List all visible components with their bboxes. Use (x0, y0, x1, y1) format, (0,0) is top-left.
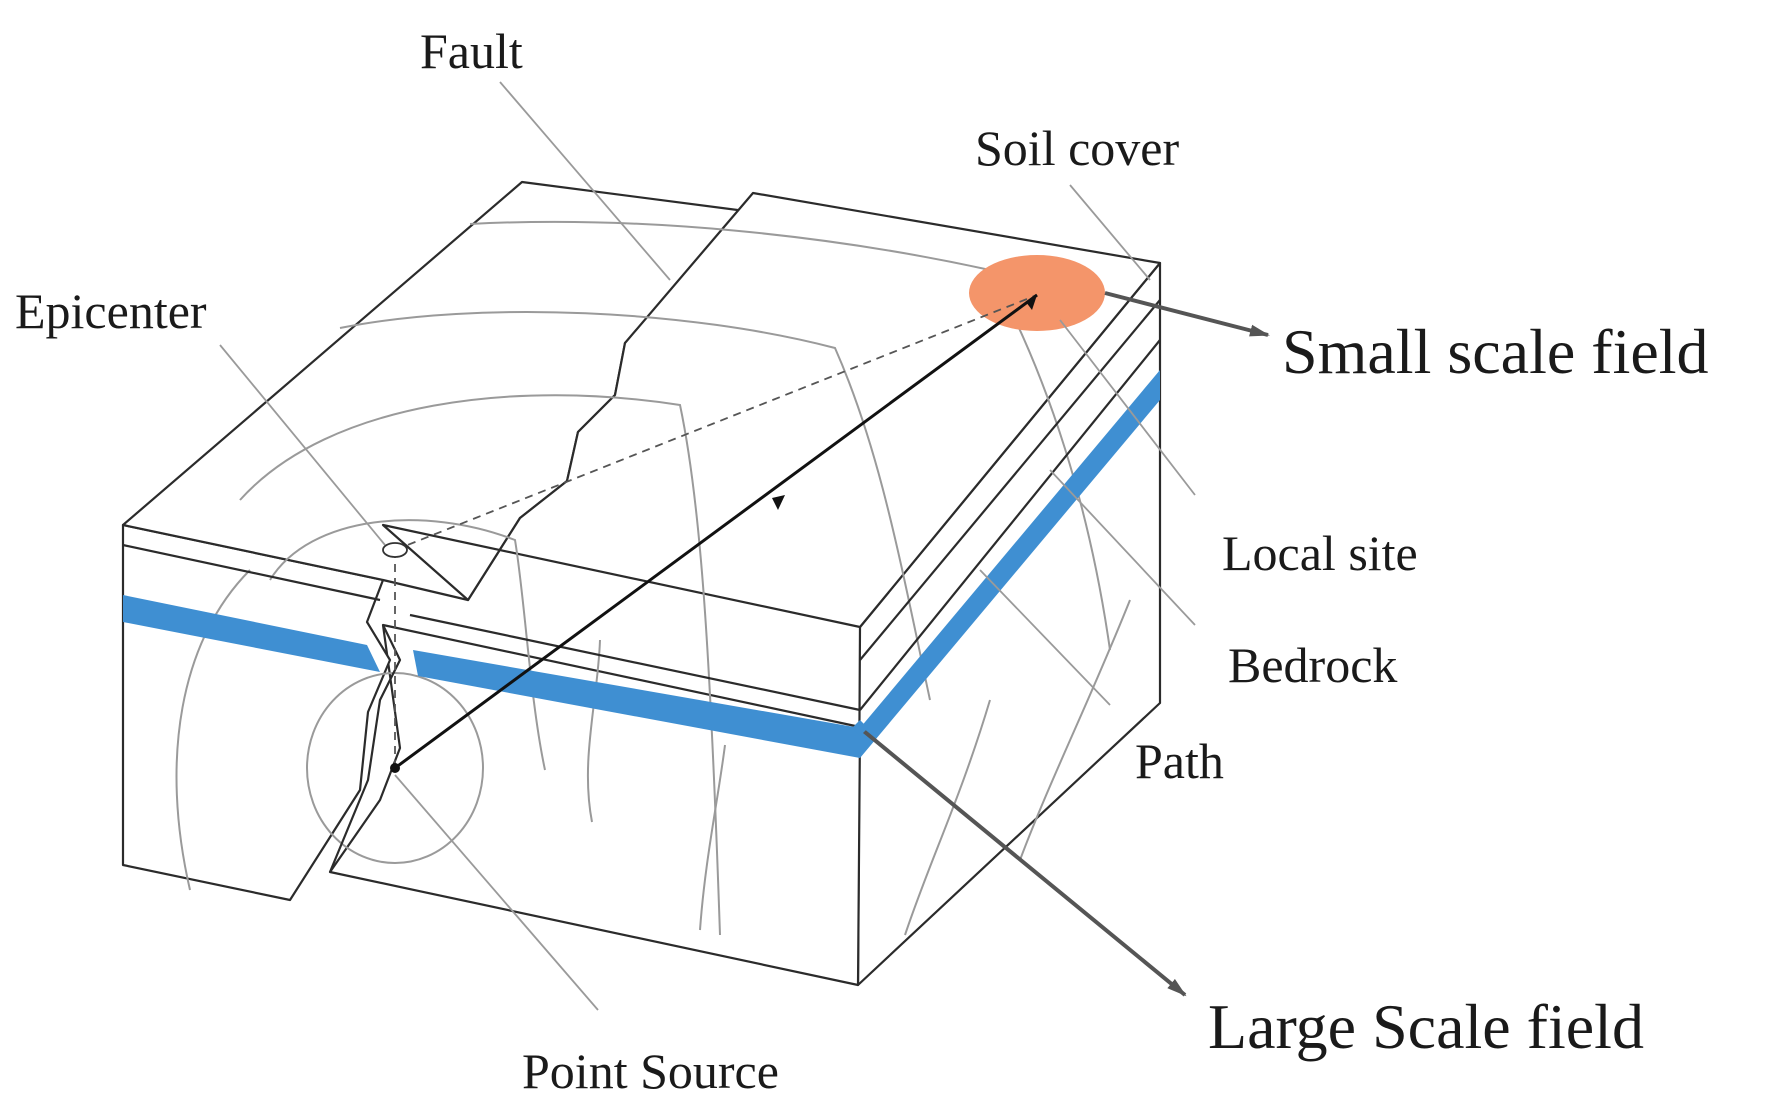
soil-cover-leader (1069, 184, 1151, 281)
wavefront-front-1 (586, 639, 601, 823)
wavefront-4 (339, 310, 931, 701)
wavefront-side-2 (1019, 599, 1131, 861)
seismic-wave-arrowhead (772, 495, 785, 510)
block-top-face-right (381, 191, 1162, 629)
local-site-leader (1059, 319, 1196, 496)
bedrock-band-front-right (413, 650, 860, 758)
epicenter-to-site-ray (394, 294, 1038, 551)
fault-leader (499, 81, 671, 281)
epicenter-leader (219, 344, 386, 546)
soil-cover-layer (122, 299, 1161, 712)
soil-line-side (859, 299, 1161, 661)
bedrock-band-side (860, 370, 1160, 758)
epicenter-marker (382, 542, 408, 558)
point-source-leader (394, 774, 599, 1011)
fault-label: Fault (420, 23, 523, 79)
large-scale-field-origin-marker (852, 720, 868, 736)
bedrock-leader (1049, 469, 1196, 626)
local-site-label: Local site (1222, 525, 1418, 581)
point-source-label: Point Source (522, 1043, 779, 1099)
large-scale-field-label: Large Scale field (1208, 991, 1644, 1062)
soil-line-front-left (122, 543, 381, 602)
epicenter-label: Epicenter (15, 283, 207, 339)
path-label: Path (1135, 733, 1224, 789)
leader-lines (219, 81, 1196, 1011)
bedrock-band-front-left (123, 595, 380, 672)
bedrock-band (123, 370, 1160, 758)
seismic-wave-path (394, 293, 1038, 770)
path-leader (979, 569, 1111, 706)
local-site-zone (969, 255, 1105, 331)
small-scale-field-arrow (1104, 291, 1270, 337)
large-scale-field-arrow (858, 726, 1187, 997)
wavefront-front-2 (699, 744, 726, 931)
wavefronts (175, 220, 1131, 936)
point-source-marker (390, 763, 400, 773)
soil-line-side-2 (859, 339, 1161, 711)
bedrock-label: Bedrock (1228, 637, 1397, 693)
wavefront-side-1 (904, 699, 991, 936)
wavefront-3 (239, 394, 721, 936)
wavefront-1 (306, 672, 484, 864)
site-arrowhead (1026, 295, 1037, 310)
wavefront-2-lower (175, 569, 251, 891)
block-front-face-right (328, 623, 862, 987)
soil-cover-label: Soil cover (975, 120, 1179, 176)
small-scale-field-label: Small scale field (1282, 316, 1709, 387)
soil-line-front-right (409, 613, 861, 712)
